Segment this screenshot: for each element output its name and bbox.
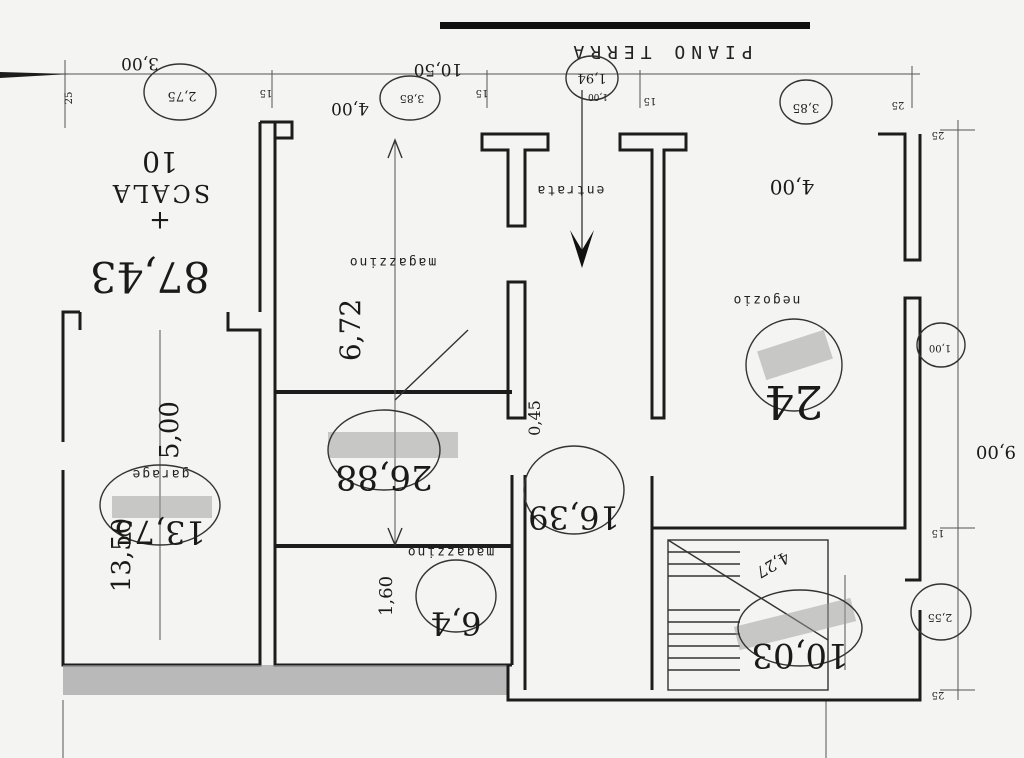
- entry-arrow-head: [570, 230, 594, 268]
- area-circle-stairs: 10,03: [733, 589, 863, 675]
- arrow-icon: [387, 138, 403, 159]
- area-circle-disimpegno: 16,39: [523, 445, 625, 536]
- dim-circle: [379, 75, 441, 121]
- sidewalk-shade: [63, 665, 508, 695]
- dim-magazzino-height: 6,72: [334, 299, 367, 361]
- dim-circle: [779, 79, 833, 125]
- dim-door-width: 0,45: [525, 400, 544, 436]
- dim-circle: [143, 63, 217, 121]
- svg-text:26,88: 26,88: [335, 457, 432, 497]
- plan-title: PIANO TERRA: [567, 41, 752, 62]
- room-label-entrata: entrata: [536, 182, 605, 197]
- dim-top-mid-circle: 3,85: [400, 92, 425, 105]
- scala-value: 10: [142, 145, 178, 178]
- wall-note: 25: [932, 129, 945, 140]
- dim-magazzino-small: 1,60: [376, 576, 397, 616]
- total-area: 87,43: [90, 252, 210, 301]
- svg-text:6,4: 6,4: [431, 604, 482, 642]
- wall-note: 25: [892, 99, 905, 110]
- area-circle-magazzino-small: 6,4: [415, 559, 497, 642]
- dim-right-circle-a: 1,00: [929, 342, 951, 353]
- wall-note: 15: [932, 527, 945, 538]
- arrow-icon: [387, 527, 403, 547]
- svg-text:16,39: 16,39: [528, 498, 620, 536]
- scala-label: SCALA: [110, 179, 210, 207]
- north-arrow-mark: [0, 72, 70, 78]
- room-label-negozio: negozio: [732, 292, 801, 307]
- title-underline: [440, 22, 810, 29]
- room-label-magazzino: magazzino: [348, 254, 436, 269]
- leader-line: [394, 329, 469, 401]
- wall-note: 25: [64, 92, 75, 105]
- plus-sign: +: [149, 205, 171, 235]
- dim-top-left-circle: 2,75: [168, 88, 197, 103]
- dim-top-right-circle: 3,85: [793, 101, 820, 115]
- dim-garage-note: 13,50: [107, 518, 137, 592]
- dim-circle: [916, 322, 966, 368]
- area-circle-negozio: 24: [745, 318, 843, 429]
- dim-top-entry-small: 1,00: [588, 91, 608, 101]
- dim-negozio-width: 4,00: [770, 175, 815, 199]
- dim-circle: [565, 55, 619, 101]
- dim-top-mid: 4,00: [331, 98, 369, 118]
- svg-text:13,75: 13,75: [114, 513, 206, 551]
- wall-note: 15: [260, 87, 273, 98]
- dim-garage-height: 5,00: [155, 401, 185, 459]
- wall-note: 25: [932, 689, 945, 700]
- wall-note: 15: [476, 87, 489, 98]
- dim-top-entry: 1,94: [578, 70, 607, 85]
- walls: [61, 120, 922, 702]
- area-circle-magazzino: 26,88: [327, 409, 458, 497]
- room-label-magazzino-small: magazzino: [406, 544, 494, 559]
- dim-right-circle-b: 2,55: [928, 611, 953, 624]
- dim-top-width: 10,50: [414, 59, 463, 79]
- wall-note: 15: [644, 95, 657, 106]
- svg-text:24: 24: [765, 375, 824, 429]
- room-label-garage: garage: [131, 466, 190, 481]
- dim-circle: [910, 583, 972, 641]
- dim-right-height: 9,00: [976, 441, 1016, 462]
- svg-text:10,03: 10,03: [751, 635, 848, 675]
- area-circle-garage: 13,75: [99, 464, 221, 551]
- dim-top-left: 3,00: [121, 53, 159, 73]
